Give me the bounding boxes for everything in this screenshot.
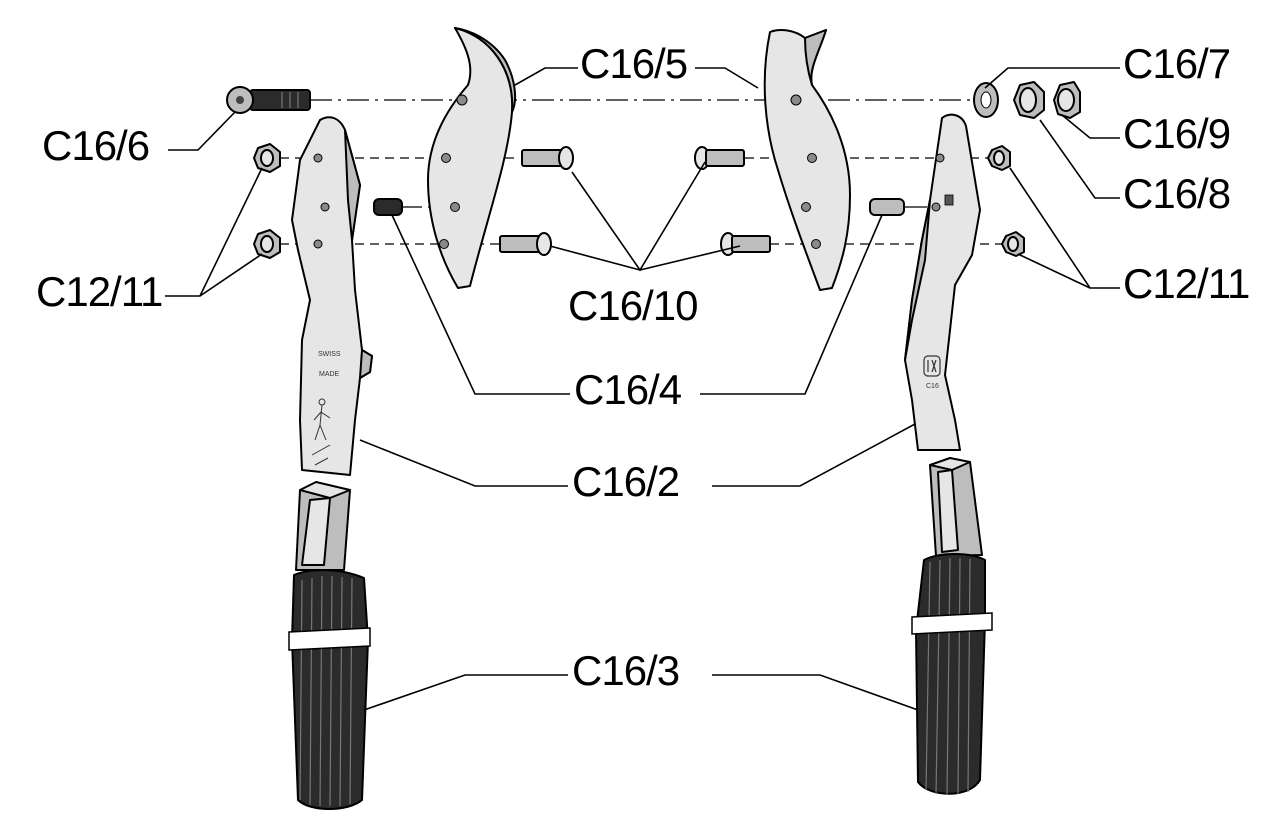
hex-nut-left-upper	[253, 143, 281, 173]
right-handle-plate: C16	[904, 113, 981, 451]
part-labels: C16/5 C16/6 C16/7 C16/9 C16/8 C12/11 C12…	[36, 40, 1250, 694]
label-c16-10: C16/10	[568, 282, 697, 329]
screw-right-lower	[720, 232, 771, 256]
brand-logo-icon	[923, 355, 941, 377]
label-c16-9: C16/9	[1123, 110, 1230, 157]
screw-left-upper	[521, 146, 574, 170]
pin-left	[373, 198, 403, 216]
pivot-lock-nut	[1053, 81, 1081, 119]
left-blade	[427, 27, 517, 289]
label-c12-11-left: C12/11	[36, 268, 162, 315]
label-c16-6: C16/6	[42, 122, 149, 169]
engraved-figure-icon	[311, 398, 331, 466]
pin-right	[869, 198, 905, 216]
assembly-axis-lines	[280, 99, 1005, 245]
label-c16-7: C16/7	[1123, 40, 1230, 87]
right-grip	[911, 457, 993, 796]
screw-right-upper	[694, 146, 745, 170]
pivot-nut-plain	[1013, 81, 1045, 119]
label-c16-3: C16/3	[572, 647, 679, 694]
label-c16-4: C16/4	[574, 366, 682, 413]
hex-nut-left-lower	[253, 229, 281, 259]
label-c12-11-right: C12/11	[1123, 260, 1249, 307]
hex-nut-right-lower	[1001, 231, 1025, 257]
left-handle-plate: SWISS MADE	[291, 116, 373, 476]
model-imprint: C16	[926, 383, 939, 390]
hex-nut-right-upper	[987, 145, 1011, 171]
leader-lines	[165, 67, 1120, 711]
label-c16-8: C16/8	[1123, 170, 1230, 217]
label-c16-5: C16/5	[580, 40, 687, 87]
left-grip	[288, 481, 371, 810]
right-blade	[763, 29, 851, 291]
pivot-bolt	[226, 86, 311, 114]
swiss-imprint-line2: MADE	[319, 371, 340, 378]
screw-left-lower	[499, 232, 552, 256]
label-c16-2: C16/2	[572, 458, 679, 505]
washer	[973, 82, 999, 118]
swiss-imprint-line1: SWISS	[318, 351, 341, 358]
